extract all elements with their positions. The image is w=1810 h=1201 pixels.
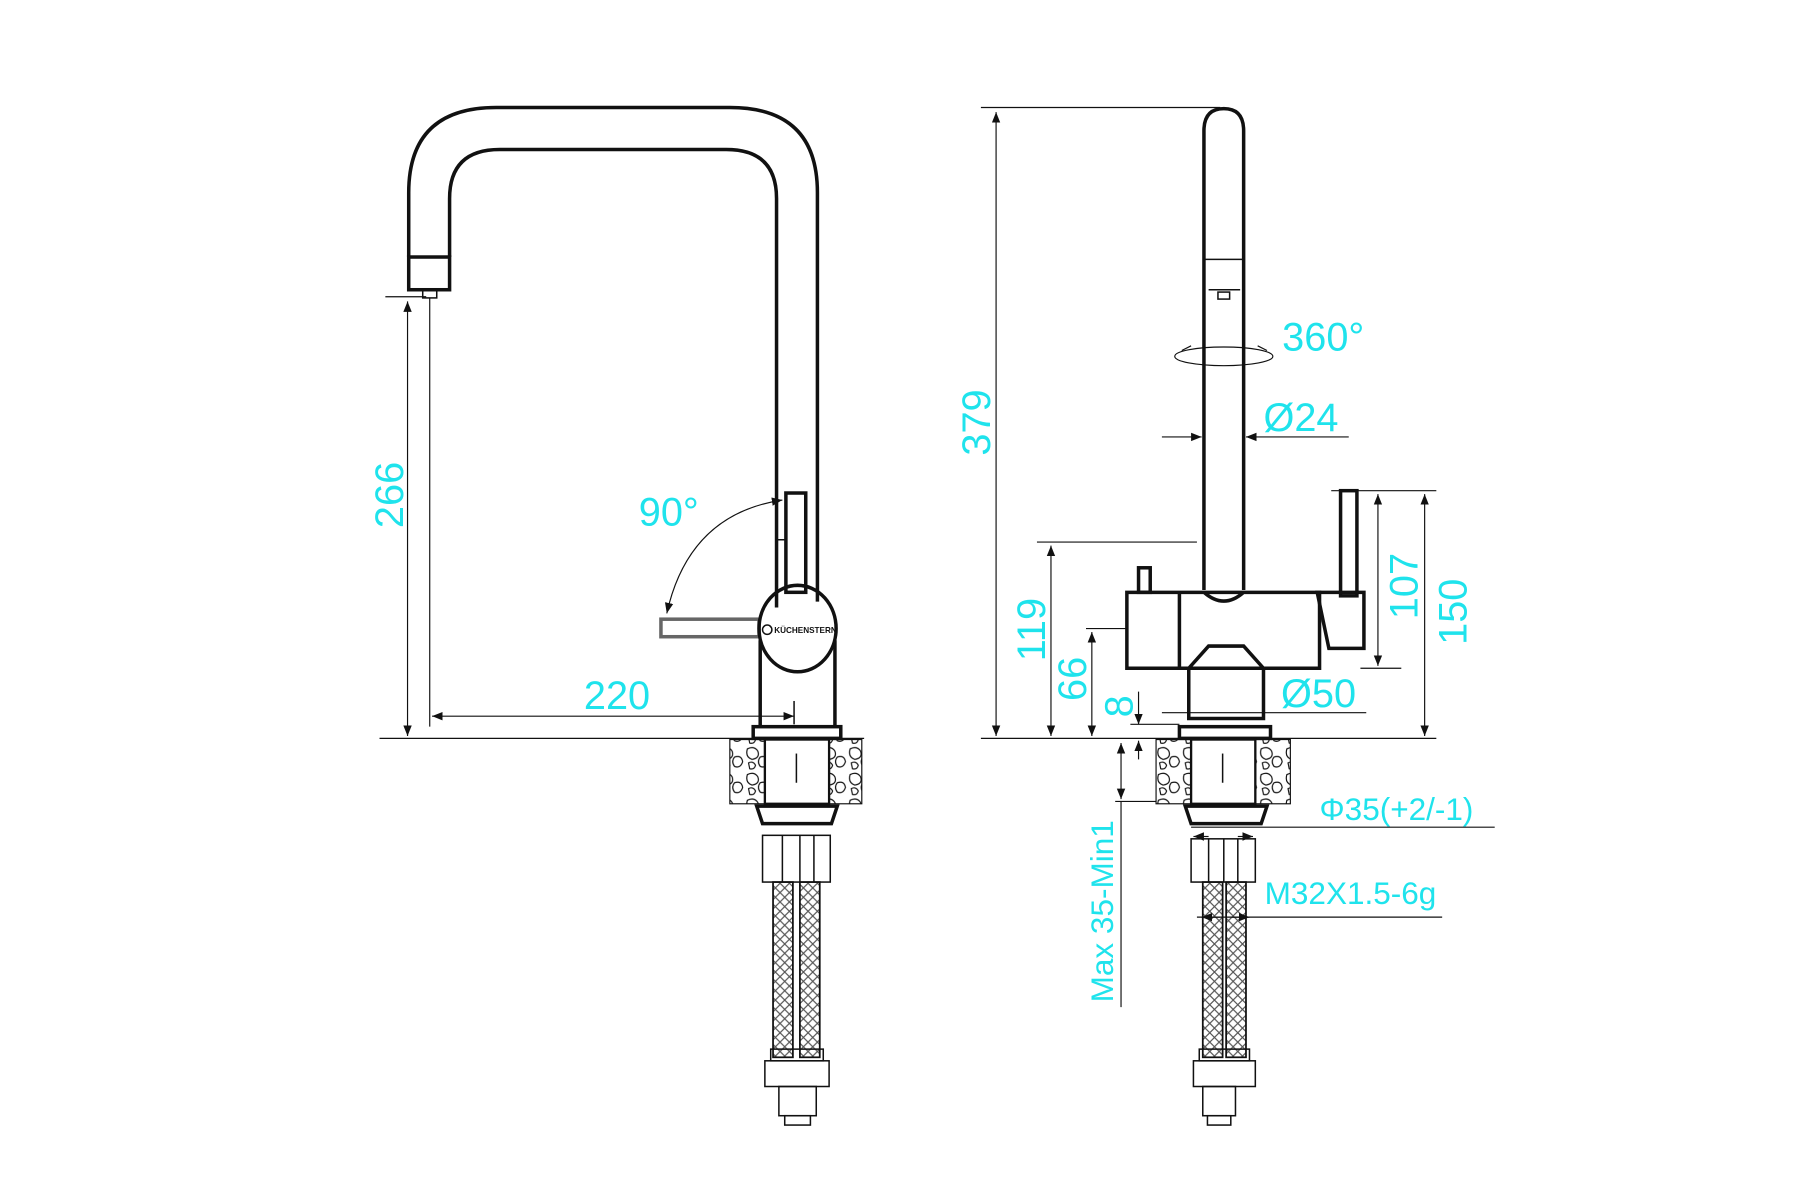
hose-tail xyxy=(778,1085,818,1117)
spout-tube xyxy=(1202,106,1246,590)
dim-hole-diameter: Φ35(+2/-1) xyxy=(1320,791,1474,827)
lever-side xyxy=(1315,590,1366,651)
front-view: KÜCHENSTERN 266 220 90° xyxy=(368,105,865,1126)
base-plate xyxy=(751,724,843,741)
side-view: 360° Ø24 379 119 66 8 Ø50 107 150 Max 35… xyxy=(955,106,1495,1126)
knob-left xyxy=(1136,566,1152,595)
lever-rotated xyxy=(659,617,761,639)
dim-thread: M32X1.5-6g xyxy=(1265,875,1437,911)
dim-handle-top: 150 xyxy=(1432,579,1476,645)
lever-upright xyxy=(784,491,808,595)
body-neck xyxy=(1187,644,1266,721)
body-disc xyxy=(757,583,838,674)
spout-outer xyxy=(406,105,820,602)
mount-nut xyxy=(754,804,840,826)
dim-total-height: 379 xyxy=(955,389,999,455)
dim-reach: 220 xyxy=(584,674,650,718)
shank-connector xyxy=(761,834,832,883)
spout-inner xyxy=(447,147,779,608)
dim-body-height: 119 xyxy=(1010,598,1054,661)
dim-handle-height: 107 xyxy=(1383,553,1427,619)
dim-countertop-thickness: Max 35-Min1 xyxy=(1084,820,1120,1002)
dim-base-height: 66 xyxy=(1051,657,1095,701)
handle-right xyxy=(1338,488,1359,598)
hose-right xyxy=(799,881,821,1059)
hose-left xyxy=(772,881,794,1059)
logo-text: KÜCHENSTERN xyxy=(774,625,837,635)
base-plate-side xyxy=(1177,724,1273,741)
dim-swivel: 360° xyxy=(1282,315,1364,359)
logo-icon xyxy=(761,624,773,636)
dim-body-diameter: Ø50 xyxy=(1281,672,1356,716)
hose-nut xyxy=(764,1060,830,1088)
aerator xyxy=(406,255,452,292)
dim-spout-height: 266 xyxy=(368,462,412,528)
swivel-arrow xyxy=(1174,346,1274,367)
dim-lever-rotation: 90° xyxy=(639,491,699,535)
body-lower xyxy=(758,640,837,727)
body-housing xyxy=(1125,590,1322,671)
dim-plate-height: 8 xyxy=(1098,695,1142,717)
rotation-arc xyxy=(664,497,783,614)
dim-spout-diameter: Ø24 xyxy=(1263,396,1338,440)
